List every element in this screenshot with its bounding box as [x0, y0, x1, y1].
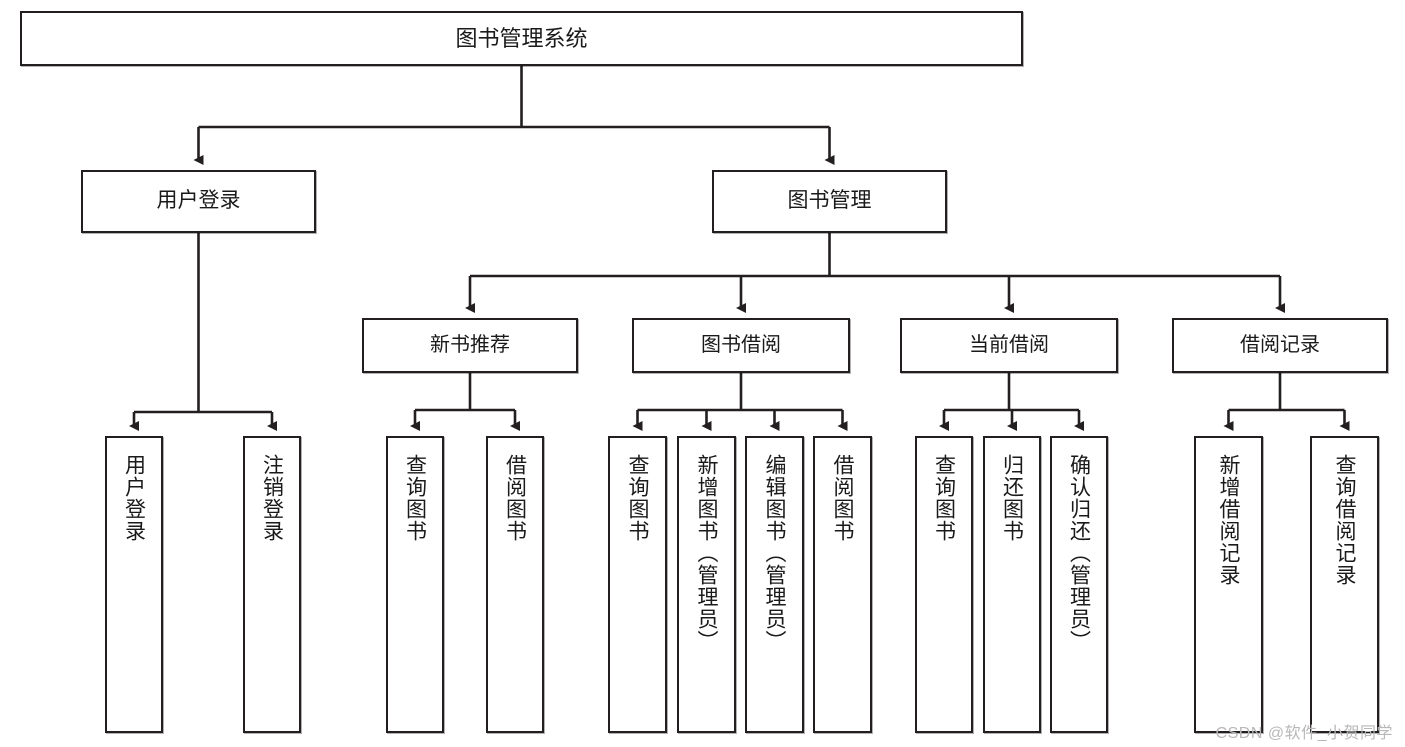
csdn-watermark: CSDN @软件_小贺同学: [1215, 725, 1393, 742]
node-leaf-return-book[interactable]: 归还图书: [983, 436, 1041, 733]
node-borrow-record[interactable]: 借阅记录: [1172, 318, 1388, 373]
node-book-manage-label: 图书管理: [787, 189, 872, 213]
node-leaf-borrow-book-b[interactable]: 借阅图书: [813, 436, 872, 733]
node-current-borrow[interactable]: 当前借阅: [900, 318, 1118, 373]
node-leaf-user-logout[interactable]: 注销登录: [243, 436, 301, 733]
node-leaf-user-login[interactable]: 用户登录: [105, 436, 163, 733]
node-leaf-query-book-b-label: 查询图书: [626, 454, 649, 542]
node-leaf-borrow-book-a[interactable]: 借阅图书: [486, 436, 544, 733]
node-leaf-query-record-label: 查询借阅记录: [1333, 454, 1356, 586]
node-user-login-label: 用户登录: [156, 189, 241, 213]
node-book-borrow[interactable]: 图书借阅: [632, 318, 850, 373]
node-leaf-query-book-c[interactable]: 查询图书: [915, 436, 973, 733]
node-leaf-edit-book-label: 编辑图书（管理员）: [763, 454, 786, 652]
node-current-borrow-label: 当前借阅: [969, 333, 1049, 356]
node-leaf-add-record-label: 新增借阅记录: [1217, 454, 1240, 586]
node-leaf-query-book-a[interactable]: 查询图书: [386, 436, 444, 733]
node-new-book-recommend-label: 新书推荐: [430, 333, 510, 356]
node-borrow-record-label: 借阅记录: [1240, 333, 1320, 356]
node-root[interactable]: 图书管理系统: [20, 11, 1023, 66]
node-book-borrow-label: 图书借阅: [701, 333, 781, 356]
node-leaf-return-book-label: 归还图书: [1000, 454, 1024, 542]
node-leaf-add-book-label: 新增图书（管理员）: [695, 454, 718, 652]
node-leaf-confirm-return-label: 确认归还（管理员）: [1067, 454, 1091, 652]
node-user-login[interactable]: 用户登录: [81, 170, 316, 233]
node-leaf-confirm-return[interactable]: 确认归还（管理员）: [1050, 436, 1108, 733]
node-leaf-edit-book[interactable]: 编辑图书（管理员）: [745, 436, 804, 733]
node-leaf-user-login-label: 用户登录: [122, 454, 146, 542]
node-leaf-user-logout-label: 注销登录: [260, 454, 284, 542]
node-leaf-query-record[interactable]: 查询借阅记录: [1310, 436, 1379, 733]
node-leaf-query-book-a-label: 查询图书: [403, 454, 427, 542]
node-book-manage[interactable]: 图书管理: [712, 170, 947, 233]
node-root-label: 图书管理系统: [455, 25, 588, 51]
node-new-book-recommend[interactable]: 新书推荐: [362, 318, 578, 373]
node-leaf-query-book-c-label: 查询图书: [932, 454, 956, 542]
node-leaf-query-book-b[interactable]: 查询图书: [608, 436, 667, 733]
node-leaf-add-book[interactable]: 新增图书（管理员）: [677, 436, 736, 733]
node-leaf-borrow-book-a-label: 借阅图书: [503, 454, 527, 542]
node-leaf-add-record[interactable]: 新增借阅记录: [1194, 436, 1263, 733]
node-leaf-borrow-book-b-label: 借阅图书: [831, 454, 854, 542]
